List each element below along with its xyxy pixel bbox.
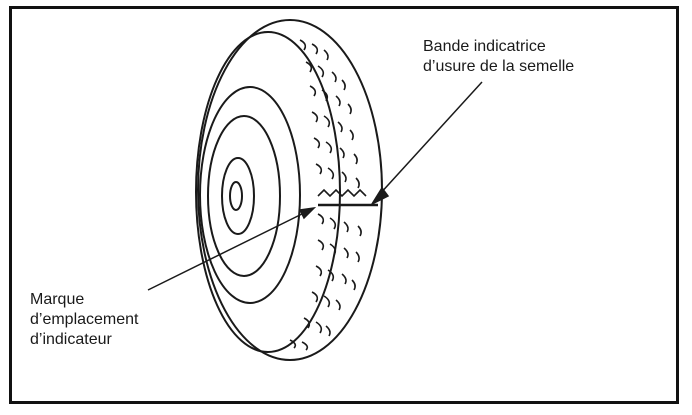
leader-line-mark — [147, 211, 307, 291]
arrowhead-tread — [369, 186, 390, 206]
indicator-location-mark-label: Marque d’emplacement d’indicateur — [30, 290, 139, 350]
tread-wear-indicator-line-2: d’usure de la semelle — [423, 58, 575, 75]
wheel-hub-center — [229, 181, 243, 211]
arrowhead-mark — [298, 206, 317, 220]
indicator-location-mark-line-3: d’indicateur — [30, 331, 112, 348]
tread-pattern — [289, 39, 367, 351]
indicator-location-mark-line-1: Marque — [30, 291, 85, 308]
wheel-rim-inner — [207, 115, 281, 277]
tire-sidewall — [195, 31, 341, 353]
tread-wear-indicator-line-1: Bande indicatrice — [423, 38, 546, 55]
tread-wear-indicator-label: Bande indicatrice d’usure de la semelle — [423, 37, 574, 77]
tire-outer-outline — [197, 19, 383, 361]
wheel-rim-outer — [199, 86, 301, 304]
wheel-hub — [221, 157, 255, 235]
leader-line-tread — [377, 81, 483, 197]
indicator-location-mark-line-2: d’emplacement — [30, 311, 139, 328]
